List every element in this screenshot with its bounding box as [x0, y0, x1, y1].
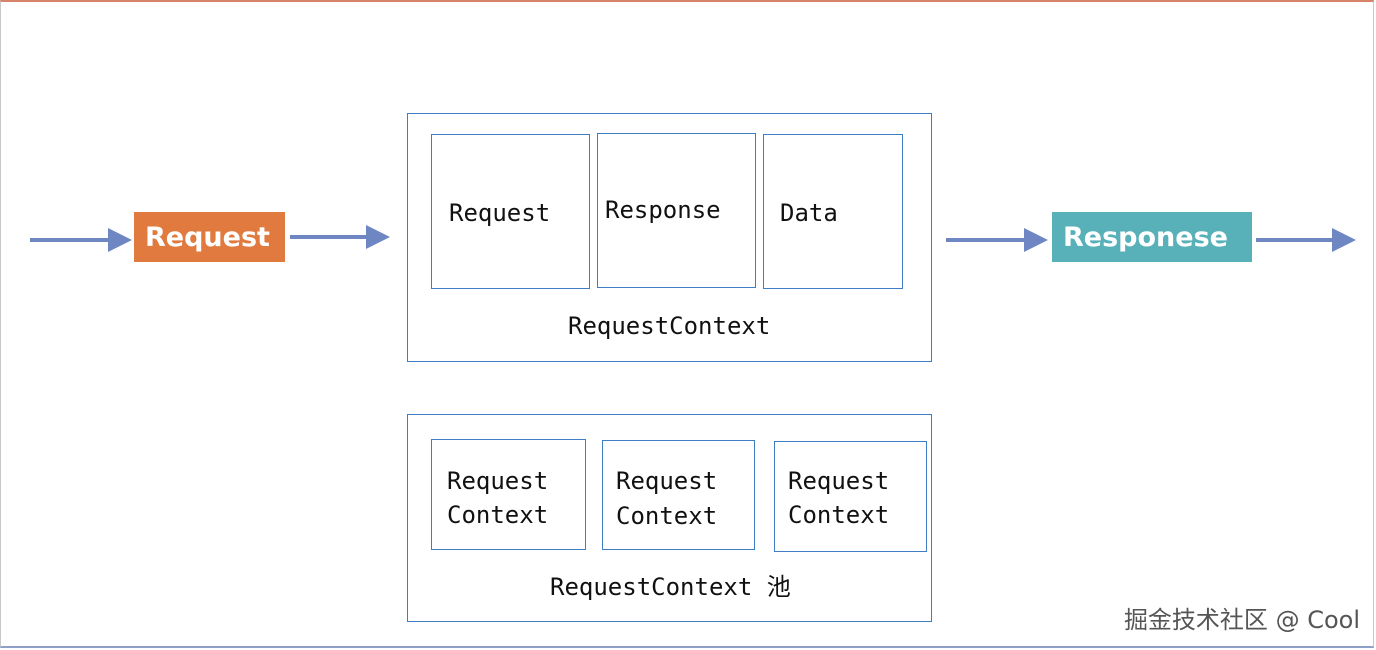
- pool-item-2-line2: Context: [616, 502, 718, 530]
- pool-item-2-line1: Request: [616, 467, 718, 495]
- pool-item-1-line2: Context: [447, 501, 549, 529]
- pool-item-3: [774, 441, 927, 552]
- pool-item-3-line1: Request: [788, 467, 890, 495]
- request-context-box: [407, 113, 932, 362]
- context-item-data-label: Data: [780, 199, 838, 227]
- context-item-request: [431, 134, 590, 289]
- response-node-label: Responese: [1063, 221, 1228, 253]
- context-item-data: [763, 134, 903, 289]
- pool-item-1-line1: Request: [447, 467, 549, 495]
- pool-item-3-line2: Context: [788, 501, 890, 529]
- context-item-response: [597, 133, 756, 288]
- request-context-pool-box: [407, 414, 932, 622]
- response-node: Responese: [1052, 212, 1252, 262]
- request-node-label: Request: [145, 221, 270, 253]
- request-context-pool-caption: RequestContext 池: [550, 573, 791, 601]
- request-context-caption: RequestContext: [568, 312, 771, 340]
- request-node: Request: [134, 212, 285, 262]
- context-item-response-label: Response: [605, 196, 721, 224]
- watermark: 掘金技术社区 @ Cool: [1123, 606, 1360, 634]
- pool-item-2: [602, 440, 755, 550]
- context-item-request-label: Request: [449, 199, 551, 227]
- pool-item-1: [431, 439, 586, 550]
